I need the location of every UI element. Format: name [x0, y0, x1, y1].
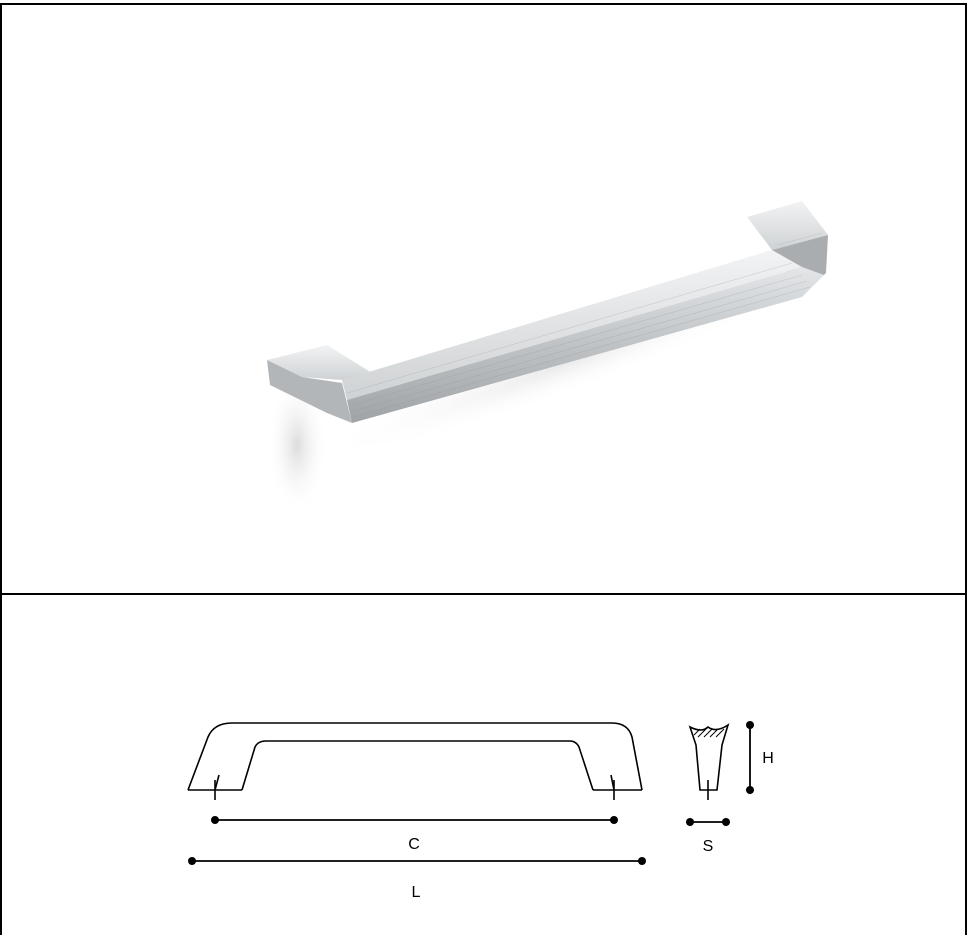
handle-shadow	[267, 375, 327, 515]
profile-hatch	[693, 728, 725, 738]
dim-dot	[686, 818, 694, 826]
dim-label-s: S	[703, 838, 714, 855]
dim-dot	[638, 857, 646, 865]
handle-bar-top	[342, 250, 802, 400]
handle-left-foot-top	[267, 345, 372, 380]
dimension-drawing: C L H S	[187, 721, 774, 901]
dim-dot	[722, 818, 730, 826]
handle-outline-inner	[241, 740, 594, 791]
handle-photo	[267, 201, 828, 515]
handle-outline-outer	[187, 722, 643, 791]
dim-dot	[610, 816, 618, 824]
technical-drawing-panel: C L H S	[0, 593, 967, 935]
foot-edge-right	[610, 774, 615, 791]
handle-profile	[688, 723, 730, 791]
dim-label-l: L	[412, 884, 421, 901]
dim-dot	[188, 857, 196, 865]
handle-right-foot-top	[747, 201, 828, 250]
dim-label-h: H	[762, 750, 774, 767]
handle-bar-front	[347, 267, 824, 423]
brushed-texture	[346, 232, 823, 418]
foot-edge-left	[214, 774, 220, 791]
dim-label-c: C	[408, 836, 420, 853]
dim-dot	[746, 786, 754, 794]
dim-dot	[746, 721, 754, 729]
product-photo-panel	[0, 3, 967, 595]
dim-dot	[211, 816, 219, 824]
handle-left-foot-front	[267, 360, 352, 423]
